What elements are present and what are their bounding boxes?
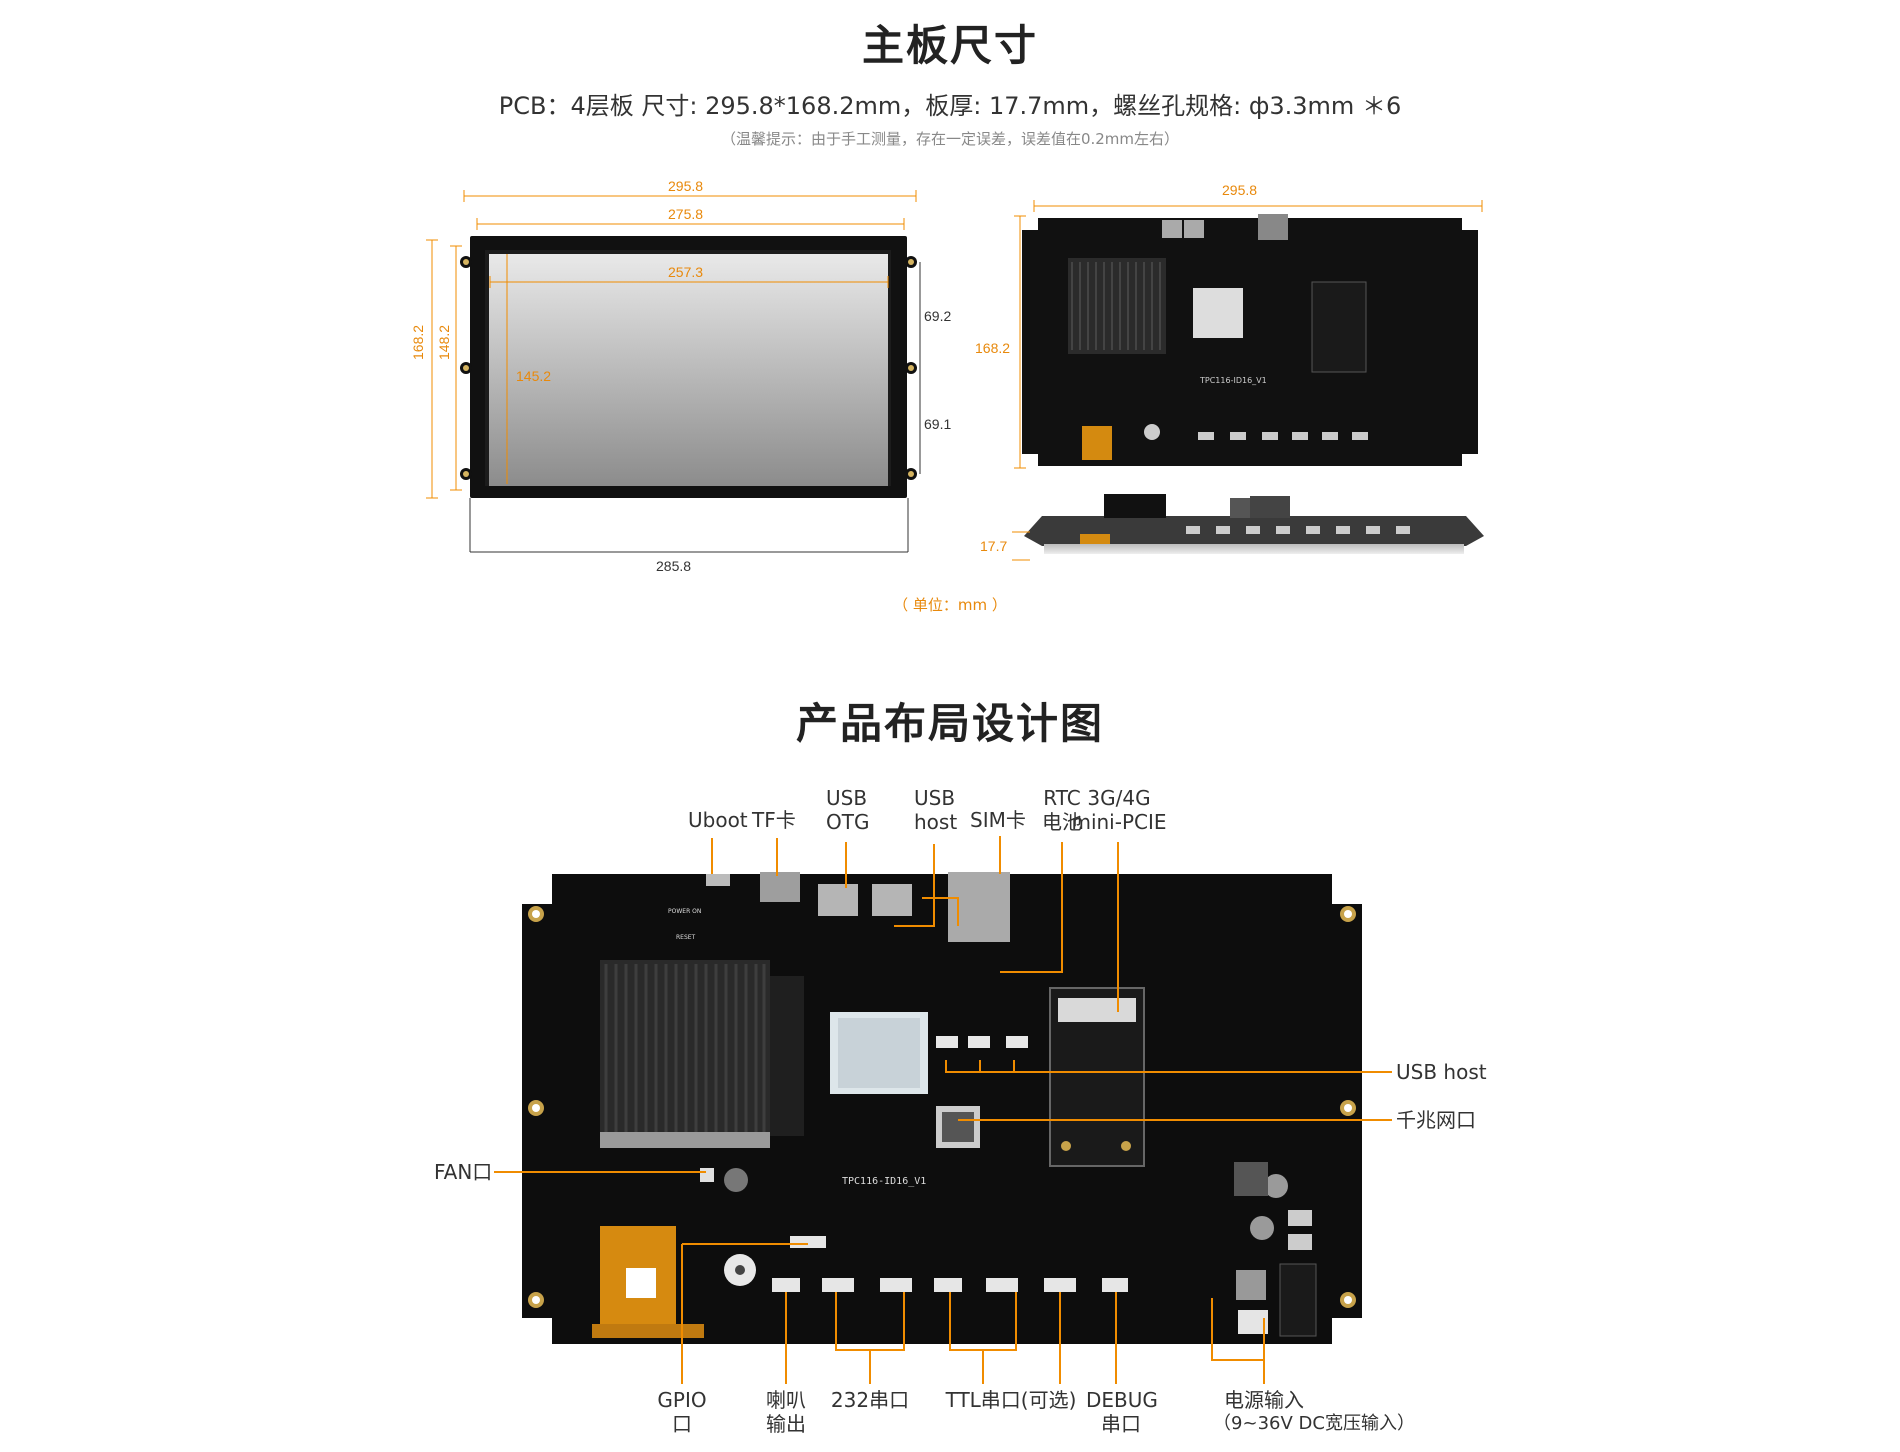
- dim-back-width: 295.8: [1222, 182, 1258, 198]
- label-gpio-2: 口: [672, 1412, 692, 1436]
- label-pcie-2: mini-PCIE: [1071, 810, 1167, 834]
- label-usb-host-2: host: [914, 810, 958, 834]
- label-sim-card: SIM卡: [970, 808, 1026, 832]
- label-speaker-1: 喇叭: [766, 1388, 806, 1412]
- label-tf-card: TF卡: [752, 808, 796, 832]
- side-view: [1024, 494, 1484, 554]
- label-usb-host-1: USB: [914, 786, 956, 810]
- label-ethernet: 千兆网口: [1396, 1108, 1476, 1132]
- label-rs232: 232串口: [830, 1388, 910, 1412]
- unit-note: （ 单位：mm ）: [893, 596, 1007, 614]
- dim-front-bottom-width: 285.8: [656, 558, 692, 574]
- silk-power-on: POWER ON: [668, 908, 702, 915]
- dim-front-screen-height: 145.2: [516, 368, 552, 384]
- back-silk-label: TPC116-ID16_V1: [1200, 376, 1267, 385]
- pcb-spec-line: PCB：4层板 尺寸: 295.8*168.2mm，板厚: 17.7mm，螺丝孔…: [498, 92, 1402, 120]
- back-view: [1022, 214, 1478, 466]
- dim-front-outer-width: 295.8: [668, 178, 704, 194]
- dim-front-inner-height: 148.2: [436, 324, 452, 360]
- label-uboot: Uboot: [688, 808, 748, 832]
- dim-front-screen-width: 257.3: [668, 264, 704, 280]
- label-speaker-2: 输出: [766, 1412, 806, 1436]
- label-rtc-2: 电池: [1042, 810, 1082, 834]
- dim-hole-upper: 69.2: [924, 308, 952, 324]
- dim-hole-lower: 69.1: [924, 416, 952, 432]
- label-power-1: 电源输入: [1224, 1388, 1304, 1412]
- board-silk-label: TPC116-ID16_V1: [842, 1176, 927, 1187]
- layout-board: [522, 872, 1362, 1344]
- label-debug-2: 串口: [1101, 1412, 1141, 1436]
- label-ttl: TTL串口(可选): [945, 1388, 1077, 1412]
- label-usb-otg-2: OTG: [826, 810, 870, 834]
- section-title-layout: 产品布局设计图: [795, 699, 1104, 748]
- front-view: [460, 236, 917, 498]
- label-usb-otg-1: USB: [826, 786, 868, 810]
- measurement-tip: （温馨提示：由于手工测量，存在一定误差，误差值在0.2mm左右）: [720, 130, 1180, 148]
- dim-thickness: 17.7: [980, 538, 1008, 554]
- dim-front-outer-height: 168.2: [410, 324, 426, 360]
- section-title-dimensions: 主板尺寸: [861, 21, 1038, 70]
- label-rtc-1: RTC: [1043, 786, 1081, 810]
- label-debug-1: DEBUG: [1086, 1388, 1158, 1412]
- label-gpio-1: GPIO: [657, 1388, 707, 1412]
- dim-back-height: 168.2: [975, 340, 1011, 356]
- silk-reset: RESET: [676, 934, 696, 941]
- dim-front-inner-width: 275.8: [668, 206, 704, 222]
- label-power-2: （9~36V DC宽压输入）: [1213, 1413, 1415, 1434]
- label-fan: FAN口: [434, 1160, 493, 1184]
- label-pcie-1: 3G/4G: [1087, 786, 1151, 810]
- label-usb-host-side: USB host: [1396, 1060, 1487, 1084]
